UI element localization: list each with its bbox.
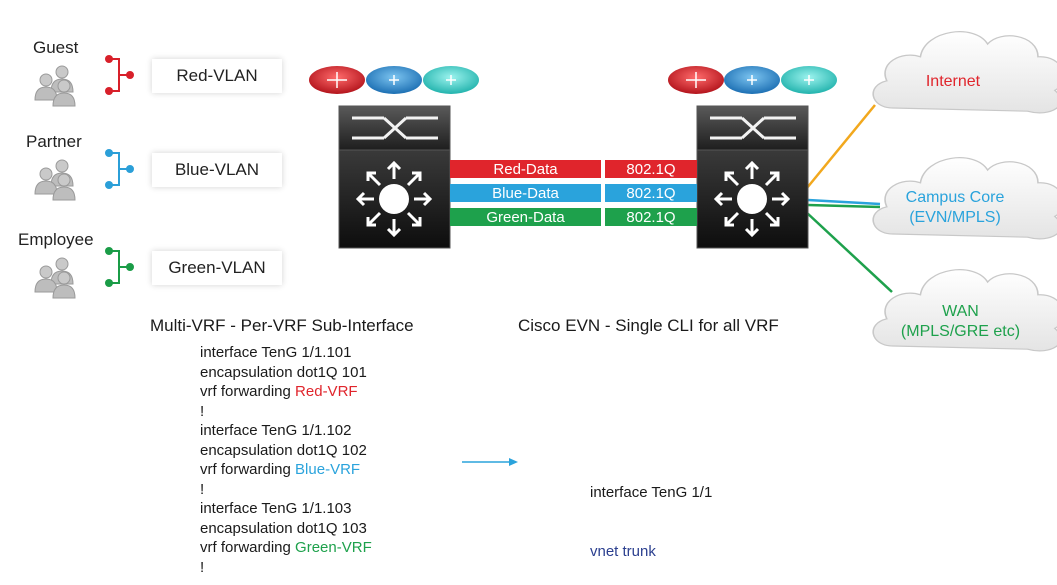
evn-cli-line-1: interface TenG 1/1 (590, 484, 713, 501)
users-group-icon (34, 65, 76, 107)
dot1q-tag: 802.1Q (605, 160, 697, 178)
evn-cli: interface TenG 1/1 vnet trunk (590, 444, 712, 581)
cli-text: ! (200, 558, 205, 576)
cli-text: vrf forwarding (200, 461, 296, 478)
cli-text: ! (200, 402, 205, 420)
vrf-data-link: Green-Data (450, 208, 601, 226)
cli-text: ! (200, 480, 205, 498)
cloud-label: Campus Core (EVN/MPLS) (880, 188, 1030, 228)
cli-line: encapsulation dot1Q 102 (200, 441, 372, 461)
uplink-wan (805, 211, 893, 293)
conversion-arrow-icon (462, 458, 518, 466)
cloud-label-line-1: WAN (942, 303, 979, 320)
vlan-label-box: Green-VLAN (152, 251, 282, 285)
cli-line: interface TenG 1/1.103 (200, 499, 372, 519)
user-group-label: Employee (18, 230, 94, 249)
cli-line: interface TenG 1/1.101 (200, 343, 372, 363)
right-switch (668, 66, 837, 249)
cli-line: ! (200, 402, 372, 422)
cloud-internet (872, 31, 1057, 114)
users-group-icon (34, 257, 76, 299)
users-group-icon (34, 159, 76, 201)
cli-line: encapsulation dot1Q 103 (200, 519, 372, 539)
right-router-discs (668, 66, 837, 94)
vlan-connector-icon (105, 247, 134, 287)
user-group-label: Guest (33, 38, 79, 57)
cloud-label-line-1: Internet (925, 73, 981, 90)
cli-text: interface TenG 1/1.103 (200, 500, 352, 517)
vrf-name: Blue-VRF (295, 461, 361, 478)
left-switch (309, 66, 479, 249)
dot1q-tag: 802.1Q (605, 208, 697, 226)
cli-line: vrf forwarding Red-VRF (200, 382, 372, 402)
uplink-campus-blue (807, 198, 881, 206)
cli-line: vrf forwarding Blue-VRF (200, 460, 372, 480)
uplink-internet (801, 104, 876, 195)
cloud-label-line-2: (EVN/MPLS) (909, 209, 1001, 226)
multi-vrf-title: Multi-VRF - Per-VRF Sub-Interface (150, 316, 414, 335)
cloud-label: WAN (MPLS/GRE etc) (878, 302, 1043, 342)
dot1q-tag: 802.1Q (605, 184, 697, 202)
cloud-wan (872, 269, 1057, 352)
cli-text: encapsulation dot1Q 103 (200, 519, 367, 537)
cli-line: encapsulation dot1Q 101 (200, 363, 372, 383)
vlan-label-box: Blue-VLAN (152, 153, 282, 187)
vrf-data-link: Blue-Data (450, 184, 601, 202)
cli-line: interface TenG 1/1.102 (200, 421, 372, 441)
cli-text: interface TenG 1/1.102 (200, 422, 352, 439)
cli-text: interface TenG 1/1.101 (200, 344, 352, 361)
cli-line: ! (200, 558, 372, 578)
user-group-label: Partner (26, 132, 82, 151)
vrf-name: Red-VRF (295, 383, 358, 400)
evn-cli-line-2: vnet trunk (590, 542, 656, 560)
evn-title: Cisco EVN - Single CLI for all VRF (518, 316, 779, 335)
cli-text: vrf forwarding (200, 383, 296, 400)
cli-line: ! (200, 480, 372, 500)
vrf-name: Green-VRF (295, 539, 372, 556)
vlan-connector-icon (105, 55, 134, 95)
cli-text: encapsulation dot1Q 102 (200, 441, 367, 459)
cli-line: vrf forwarding Green-VRF (200, 538, 372, 558)
multi-vrf-cli: interface TenG 1/1.101 encapsulation dot1… (200, 343, 372, 577)
vlan-label-box: Red-VLAN (152, 59, 282, 93)
uplink-campus-green (807, 203, 881, 209)
cli-text: vrf forwarding (200, 539, 296, 556)
cli-text: encapsulation dot1Q 101 (200, 363, 367, 381)
uplinks (801, 104, 893, 293)
vlan-connector-icon (105, 149, 134, 189)
cloud-campus-core (872, 157, 1057, 240)
cloud-label-line-2: (MPLS/GRE etc) (900, 323, 1021, 340)
left-router-discs (309, 66, 479, 94)
cloud-label: Internet (878, 72, 1028, 92)
vrf-data-link: Red-Data (450, 160, 601, 178)
cloud-label-line-1: Campus Core (905, 189, 1005, 206)
